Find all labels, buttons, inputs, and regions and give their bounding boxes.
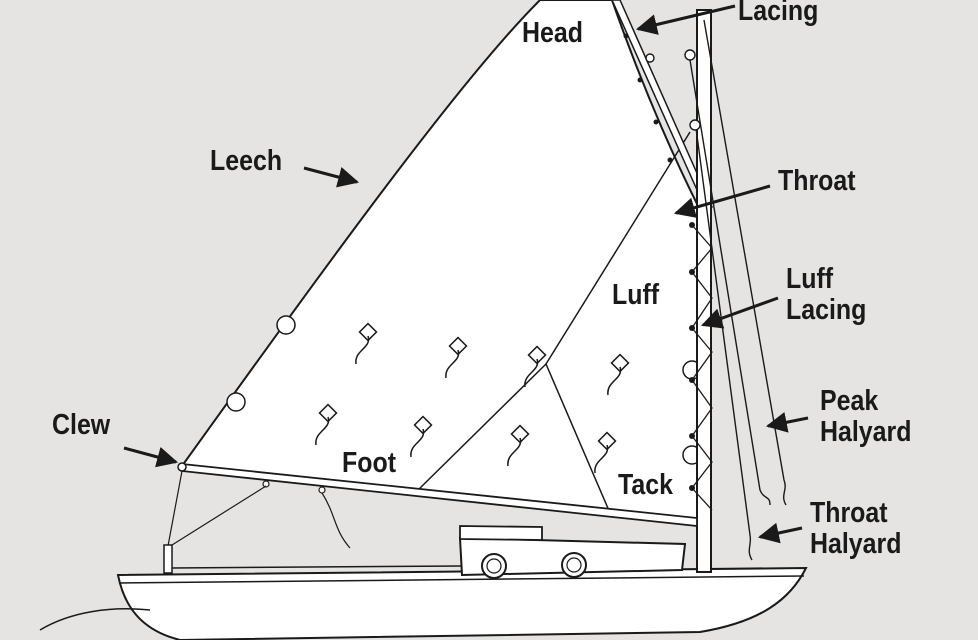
- foot-label: Foot: [342, 447, 397, 479]
- reef-cringle: [226, 392, 246, 412]
- throat-arrow: [673, 184, 771, 218]
- luff-lacing-label: Luff Lacing: [786, 263, 867, 326]
- hull: [39, 566, 808, 640]
- luff-label: Luff: [612, 279, 660, 311]
- cabin: [171, 525, 687, 579]
- throat-label: Throat: [778, 165, 856, 197]
- sail: [180, 0, 702, 522]
- boom: [163, 462, 698, 574]
- lacing-arrow: [635, 4, 736, 35]
- throat-halyard-arrow: [757, 522, 803, 544]
- peak-halyard-label: Peak Halyard: [820, 385, 912, 448]
- throat-halyard-label: Throat Halyard: [810, 497, 902, 560]
- head-label: Head: [522, 17, 583, 49]
- porthole: [561, 552, 587, 578]
- peak-halyard-arrow: [765, 411, 809, 433]
- clew-arrow: [123, 446, 179, 468]
- halyards: [645, 19, 787, 561]
- tack-label: Tack: [618, 469, 673, 501]
- reef-cringle: [276, 315, 296, 335]
- luff-lacing-arrow: [701, 296, 779, 329]
- clew-label: Clew: [52, 409, 111, 441]
- porthole: [566, 557, 582, 573]
- leech-arrow: [303, 166, 360, 188]
- porthole: [486, 558, 502, 574]
- leech-label: Leech: [210, 145, 283, 177]
- mast: [689, 9, 713, 573]
- porthole: [481, 553, 507, 579]
- lacing-label: Lacing: [738, 0, 819, 27]
- label-arrows: [123, 4, 809, 544]
